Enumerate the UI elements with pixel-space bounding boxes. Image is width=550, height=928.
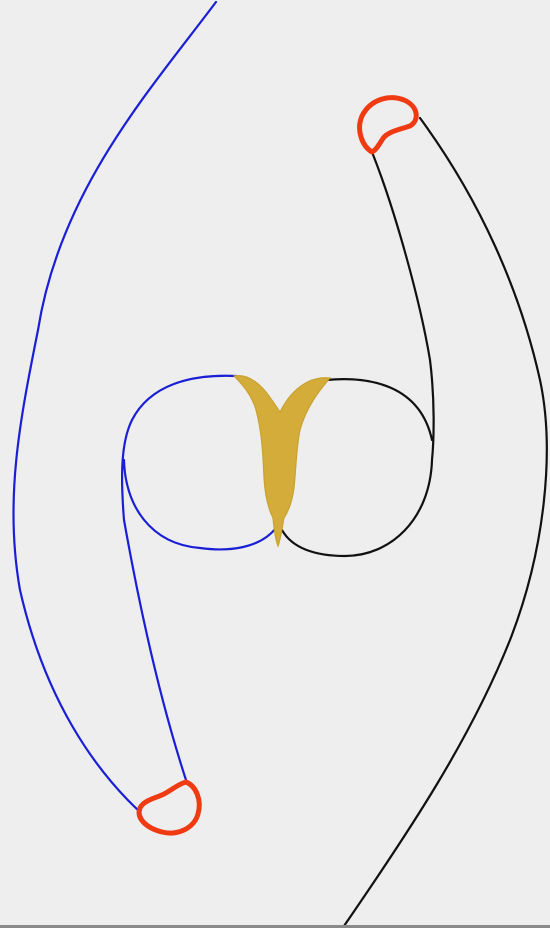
drawing-canvas [0,0,550,928]
line-drawing [0,0,550,928]
